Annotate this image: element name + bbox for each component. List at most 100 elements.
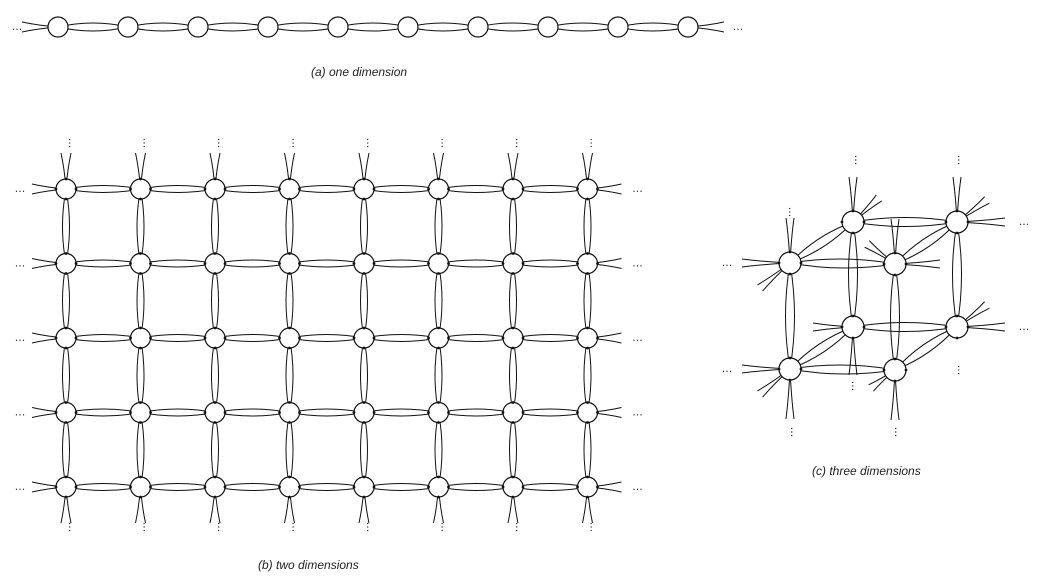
bond-curve	[785, 262, 791, 370]
bond-junction	[372, 411, 376, 414]
bond-junction	[139, 401, 142, 404]
bond-junction	[298, 336, 301, 340]
bond-junction	[586, 197, 589, 201]
bond-junction	[213, 401, 217, 404]
bond-junction	[54, 411, 58, 414]
ellipsis: ...	[788, 427, 801, 438]
bond-junction	[213, 475, 217, 479]
bond-junction	[139, 475, 142, 479]
bond-junction	[149, 262, 152, 265]
bond-junction	[372, 262, 376, 265]
bond-junction	[882, 262, 886, 266]
lattice-node	[55, 401, 77, 424]
bond-junction	[521, 187, 525, 191]
lattice-node	[576, 178, 599, 200]
bond-junction	[64, 495, 68, 499]
lattice-node	[427, 327, 450, 349]
lattice-node	[117, 16, 139, 38]
lattice-node	[427, 178, 450, 200]
bond-junction	[139, 326, 142, 330]
bond-junction	[288, 401, 291, 404]
bond-junction	[288, 421, 291, 424]
lattice-node	[353, 401, 375, 424]
bond-junction	[64, 421, 68, 424]
bond-junction	[64, 177, 68, 181]
lattice-node	[502, 401, 524, 424]
bond-junction	[799, 367, 803, 371]
bond-junction	[447, 336, 450, 340]
lattice-node	[502, 327, 524, 349]
caption-two-dimensions: (b) two dimensions	[258, 558, 359, 572]
lattice-node	[55, 178, 77, 200]
bond-curve	[890, 263, 896, 371]
bond-junction	[298, 187, 301, 191]
bond-junction	[149, 485, 152, 489]
bond-junction	[596, 411, 599, 414]
bond-junction	[54, 336, 58, 340]
ellipsis: ...	[786, 207, 799, 218]
bond-junction	[352, 411, 356, 414]
ellipsis: ...	[15, 182, 26, 195]
bond-curve	[952, 221, 958, 328]
bond-junction	[437, 272, 440, 275]
lattice-node	[607, 16, 629, 38]
bond-junction	[437, 421, 440, 424]
lattice-node	[204, 476, 226, 498]
bond-junction	[862, 220, 866, 224]
bond-curve	[789, 262, 896, 269]
bond-junction	[511, 326, 515, 330]
bond-junction	[213, 346, 217, 350]
lattice-node	[278, 401, 301, 424]
ellipsis: ...	[632, 480, 643, 493]
bond-junction	[223, 336, 227, 340]
bond-junction	[840, 325, 844, 329]
bond-junction	[213, 326, 217, 330]
ellipsis: ...	[66, 138, 79, 149]
ellipsis: ...	[955, 365, 968, 376]
bond-curve	[852, 217, 958, 223]
bond-junction	[437, 495, 440, 499]
bond-junction	[840, 220, 844, 224]
bond-junction	[139, 252, 142, 255]
bond-junction	[372, 336, 376, 340]
lattice-node	[278, 252, 301, 275]
bond-junction	[511, 421, 515, 424]
bond-junction	[944, 325, 948, 329]
lattice-node	[778, 251, 802, 275]
bond-junction	[511, 401, 515, 404]
bond-junction	[278, 187, 281, 191]
bond-junction	[74, 187, 78, 191]
ellipsis: ...	[15, 406, 26, 419]
bond-junction	[203, 336, 207, 340]
ellipsis: ...	[1019, 215, 1030, 228]
bond-junction	[576, 336, 579, 340]
bond-junction	[851, 336, 855, 340]
bond-junction	[521, 336, 525, 340]
lattice-node	[945, 315, 969, 339]
bond-junction	[203, 187, 207, 191]
lattice-node	[467, 16, 489, 38]
bond-junction	[362, 197, 366, 201]
lattice-node	[502, 252, 524, 275]
bond-junction	[288, 475, 291, 479]
lattice-node	[278, 178, 301, 200]
bond-junction	[278, 485, 281, 489]
bond-curve	[848, 221, 854, 328]
bond-junction	[203, 485, 207, 489]
bond-junction	[362, 326, 366, 330]
bond-junction	[223, 262, 227, 265]
lattice-node	[55, 476, 77, 498]
bond-junction	[904, 262, 908, 266]
ellipsis: ...	[513, 138, 526, 149]
ellipsis: ...	[955, 155, 968, 166]
ellipsis: ...	[12, 20, 23, 33]
bond-junction	[955, 231, 959, 235]
bond-curve	[789, 368, 896, 375]
bond-junction	[288, 197, 291, 201]
lattice-node	[129, 476, 152, 498]
three-dimension-lattice: .................................	[722, 155, 1030, 438]
bond-junction	[129, 262, 132, 265]
bond-junction	[362, 177, 366, 181]
lattice-node	[945, 210, 969, 234]
ellipsis: ...	[215, 522, 228, 533]
